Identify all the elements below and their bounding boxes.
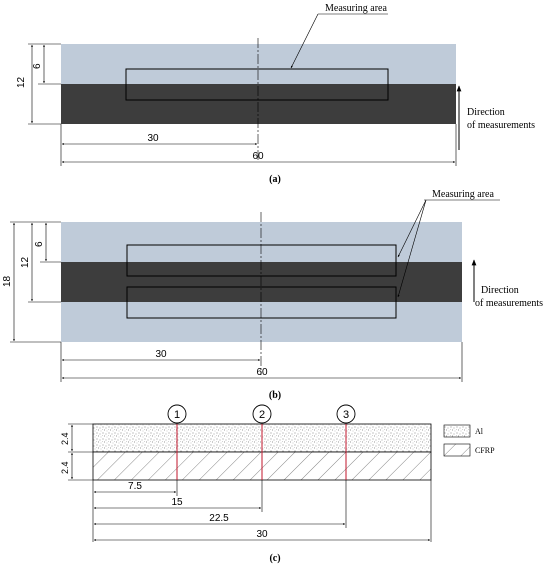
panel-a-caption: (a) <box>269 174 281 185</box>
panel-c-point-2: 2 <box>259 409 265 421</box>
panel-c-point-1: 1 <box>174 409 180 421</box>
panel-b-direction-label-2: of measurements <box>475 298 543 309</box>
panel-c-point-circle-3 <box>336 404 356 424</box>
panel-b-dim-6: 6 <box>34 241 45 247</box>
panel-c-dim-top-thickness: 2.4 <box>60 432 70 445</box>
panel-c-dim-15: 15 <box>171 497 183 508</box>
panel-b-callout-arrow-1 <box>397 199 427 258</box>
panel-c-dim-7-5: 7.5 <box>128 481 142 492</box>
panel-c-point-circle-2 <box>252 404 272 424</box>
panel-b-dim-18: 18 <box>2 275 13 287</box>
panel-c-dim-30: 30 <box>256 529 268 540</box>
panel-a-light-layer <box>61 44 456 84</box>
panel-b-measuring-area-label: Measuring area <box>432 189 494 200</box>
panel-c: 1 2 3 2.4 2.4 7.5 15 22.5 30 Al CFRP (c) <box>60 404 495 564</box>
panel-c-dim-22-5: 22.5 <box>209 513 229 524</box>
panel-a-direction-label-2: of measurements <box>467 120 535 131</box>
panel-b-light-top <box>61 222 462 262</box>
panel-b: Measuring area Direction of measurements… <box>2 189 543 401</box>
panel-a-dark-layer <box>61 84 456 124</box>
panel-c-dim-bottom-thickness: 2.4 <box>60 461 70 474</box>
panel-b-dim-12: 12 <box>20 256 31 268</box>
panel-b-dim-30: 30 <box>155 349 167 360</box>
panel-c-point-circle-1 <box>167 404 187 424</box>
panel-a-measuring-box <box>125 68 389 101</box>
panel-a: Measuring area Direction of measurements… <box>16 3 535 185</box>
panel-c-point-3: 3 <box>343 409 349 421</box>
panel-a-dim-30: 30 <box>147 133 159 144</box>
panel-b-measuring-box-bottom <box>126 286 397 319</box>
panel-c-legend-cfrp-swatch <box>443 443 471 457</box>
panel-b-direction-label-1: Direction <box>481 285 519 296</box>
panel-a-dim-60: 60 <box>252 151 264 162</box>
panel-a-measuring-area-label: Measuring area <box>325 3 387 14</box>
panel-a-callout-arrow <box>290 13 319 69</box>
panel-c-legend-al-swatch <box>443 424 471 438</box>
panel-b-callout-arrow-2 <box>397 199 427 298</box>
panel-b-measuring-box-top <box>126 244 397 277</box>
panel-b-dim-60: 60 <box>256 367 268 378</box>
panel-b-light-bottom <box>61 302 462 342</box>
panel-a-dim-12: 12 <box>16 76 27 88</box>
panel-b-dark-middle <box>61 262 462 302</box>
panel-a-dim-6: 6 <box>32 63 43 69</box>
panel-b-caption: (b) <box>269 390 281 401</box>
panel-a-direction-label-1: Direction <box>467 107 505 118</box>
panel-c-legend-cfrp: CFRP <box>475 446 495 455</box>
panel-c-legend-al: Al <box>475 427 484 436</box>
panel-c-caption: (c) <box>269 553 280 564</box>
